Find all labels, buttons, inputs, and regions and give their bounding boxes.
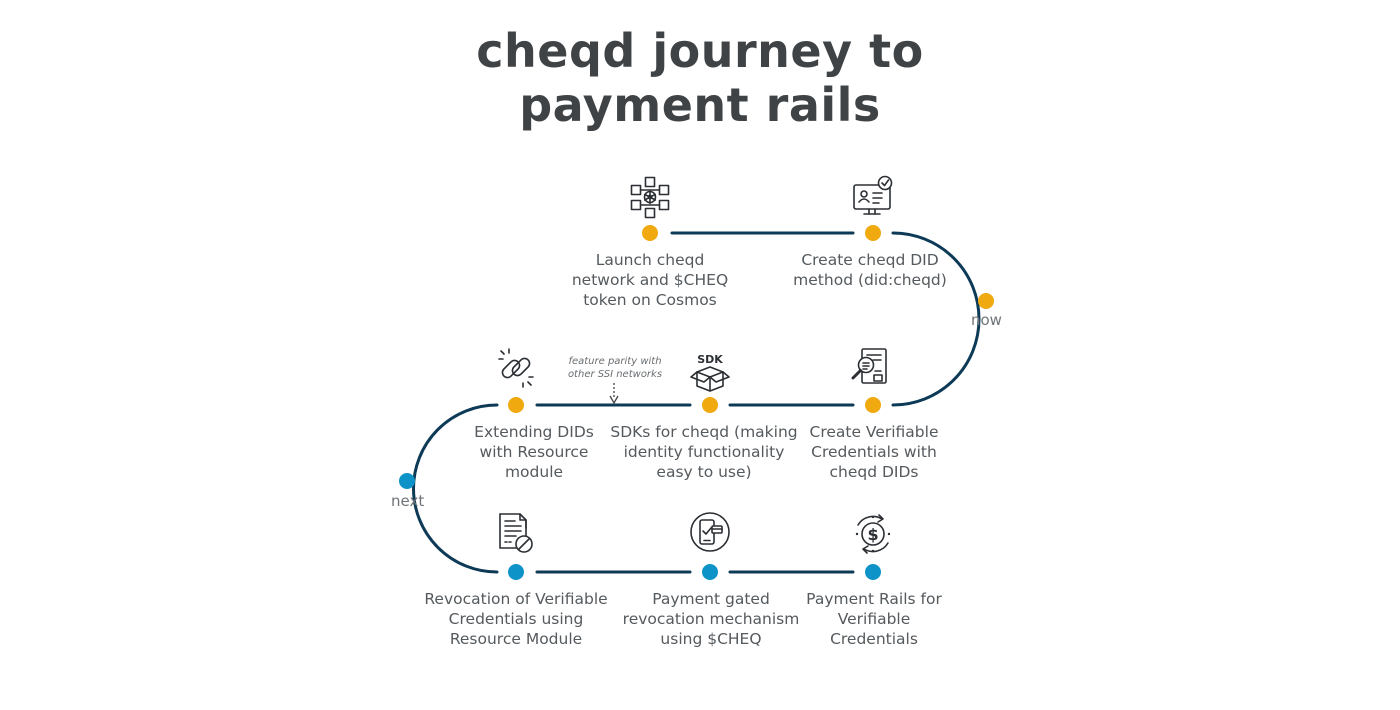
step-dot-6 [508, 564, 524, 580]
step-label-revocation: Revocation of Verifiable Credentials usi… [424, 590, 608, 648]
chain-link-icon [498, 348, 534, 388]
step-dot-4 [702, 397, 718, 413]
now-marker-label: now [971, 311, 1002, 329]
note-arrow-head [609, 395, 619, 405]
revoked-document-icon [499, 513, 533, 553]
step-label-launch-network: Launch cheqd network and $CHEQ token on … [571, 251, 729, 309]
step-dot-2 [865, 225, 881, 241]
sdk-box-icon: SDK [690, 353, 730, 392]
title-line-1: cheqd journey to [476, 24, 924, 78]
identity-monitor-icon [853, 175, 893, 215]
step-icons: SDK $ [498, 175, 893, 554]
path-curve-right [891, 231, 981, 407]
now-marker-dot [978, 293, 994, 309]
feature-parity-note: feature parity with other SSI networks [567, 356, 663, 380]
step-label-resource-module: Extending DIDs with Resource module [474, 423, 594, 481]
step-dot-7 [702, 564, 718, 580]
dollar-cycle-icon: $ [855, 514, 891, 554]
step-dot-1 [642, 225, 658, 241]
step-label-payment-rails: Payment Rails for Verifiable Credentials [806, 590, 942, 648]
step-label-verifiable-credentials: Create Verifiable Credentials with cheqd… [809, 423, 939, 481]
svg-text:$: $ [867, 525, 878, 544]
blockchain-network-icon [630, 176, 670, 219]
step-dot-8 [865, 564, 881, 580]
step-label-sdks: SDKs for cheqd (making identity function… [610, 423, 798, 481]
path-curve-left [412, 403, 499, 574]
title-line-2: payment rails [519, 78, 881, 132]
mobile-payment-icon [690, 512, 730, 552]
step-label-payment-gated: Payment gated revocation mechanism using… [622, 590, 800, 648]
step-label-did-method: Create cheqd DID method (did:cheqd) [793, 251, 947, 289]
step-dot-3 [865, 397, 881, 413]
step-markers [508, 225, 881, 580]
page-title: cheqd journey to payment rails [0, 24, 1400, 132]
status-markers [399, 293, 994, 489]
step-dot-5 [508, 397, 524, 413]
next-marker-dot [399, 473, 415, 489]
credential-search-icon [851, 348, 887, 384]
next-marker-label: next [391, 492, 425, 510]
svg-text:SDK: SDK [697, 353, 723, 366]
journey-path [412, 231, 981, 574]
